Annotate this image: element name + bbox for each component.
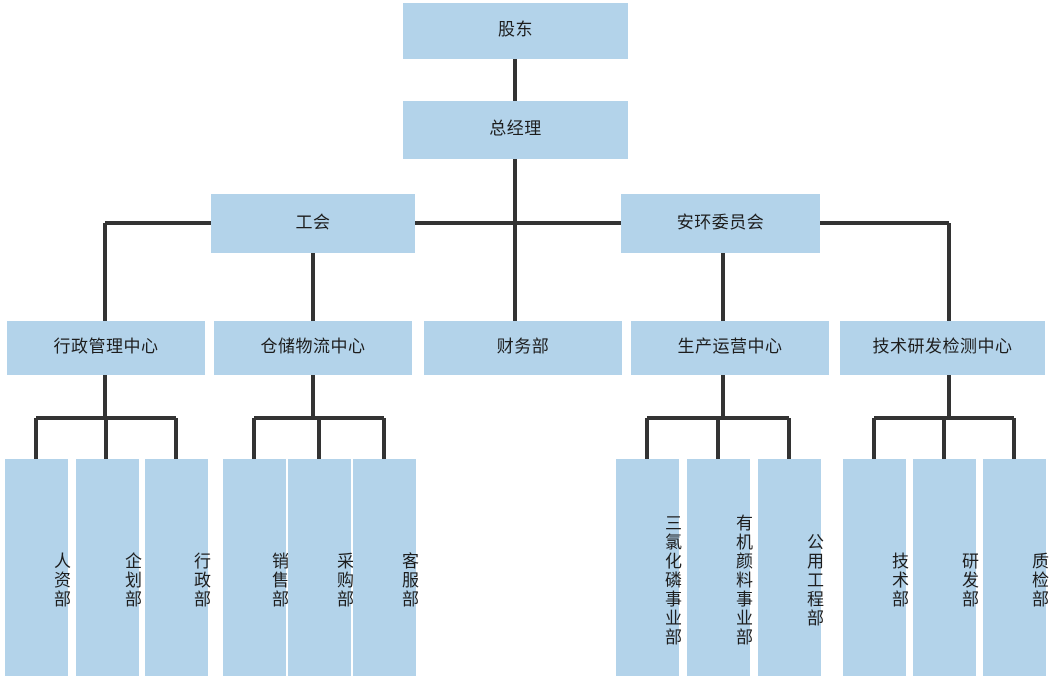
node-shareholders[interactable]: 股东 <box>403 3 628 59</box>
node-general-manager-label: 总经理 <box>489 119 542 140</box>
node-shareholders-label: 股东 <box>498 20 533 41</box>
node-planning-dept-label: 企划部 <box>121 552 141 609</box>
node-hr-dept-label: 人资部 <box>50 552 70 609</box>
node-organic-pigment-division[interactable]: 有机颜料事业部 <box>687 459 752 676</box>
node-utilities-engineering-dept[interactable]: 公用工程部 <box>758 459 823 676</box>
node-rd-dept-label: 研发部 <box>958 552 978 609</box>
node-utilities-engineering-dept-label: 公用工程部 <box>803 533 823 628</box>
node-admin-mgmt-center-label: 行政管理中心 <box>53 337 159 358</box>
node-admin-mgmt-center[interactable]: 行政管理中心 <box>7 321 205 375</box>
node-labor-union-label: 工会 <box>295 212 331 233</box>
node-quality-inspection-dept-label: 质检部 <box>1028 552 1048 609</box>
node-planning-dept[interactable]: 企划部 <box>76 459 141 676</box>
node-tech-rd-testing-center[interactable]: 技术研发检测中心 <box>840 321 1045 375</box>
node-pcl3-division[interactable]: 三氯化磷事业部 <box>616 459 681 676</box>
node-pcl3-division-label: 三氯化磷事业部 <box>661 514 681 647</box>
node-safety-env-committee[interactable]: 安环委员会 <box>621 194 820 253</box>
node-production-ops-center[interactable]: 生产运营中心 <box>631 321 829 375</box>
node-tech-rd-testing-center-label: 技术研发检测中心 <box>872 337 1013 358</box>
node-customer-service-dept-label: 客服部 <box>398 552 418 609</box>
node-technology-dept[interactable]: 技术部 <box>843 459 908 676</box>
node-customer-service-dept[interactable]: 客服部 <box>353 459 418 676</box>
node-labor-union[interactable]: 工会 <box>211 194 415 253</box>
node-organic-pigment-division-label: 有机颜料事业部 <box>732 514 752 647</box>
node-finance-dept[interactable]: 财务部 <box>424 321 622 375</box>
node-sales-dept-label: 销售部 <box>268 552 288 609</box>
node-rd-dept[interactable]: 研发部 <box>913 459 978 676</box>
node-technology-dept-label: 技术部 <box>888 552 908 609</box>
node-administration-dept[interactable]: 行政部 <box>145 459 210 676</box>
node-procurement-dept[interactable]: 采购部 <box>288 459 353 676</box>
node-warehouse-logistics-center[interactable]: 仓储物流中心 <box>214 321 412 375</box>
node-hr-dept[interactable]: 人资部 <box>5 459 70 676</box>
node-safety-env-committee-label: 安环委员会 <box>676 212 765 233</box>
node-sales-dept[interactable]: 销售部 <box>223 459 288 676</box>
node-general-manager[interactable]: 总经理 <box>403 101 628 159</box>
node-quality-inspection-dept[interactable]: 质检部 <box>983 459 1048 676</box>
node-procurement-dept-label: 采购部 <box>333 552 353 609</box>
node-warehouse-logistics-center-label: 仓储物流中心 <box>260 337 366 358</box>
node-finance-dept-label: 财务部 <box>496 337 550 358</box>
node-administration-dept-label: 行政部 <box>190 552 210 609</box>
node-production-ops-center-label: 生产运营中心 <box>677 337 783 358</box>
